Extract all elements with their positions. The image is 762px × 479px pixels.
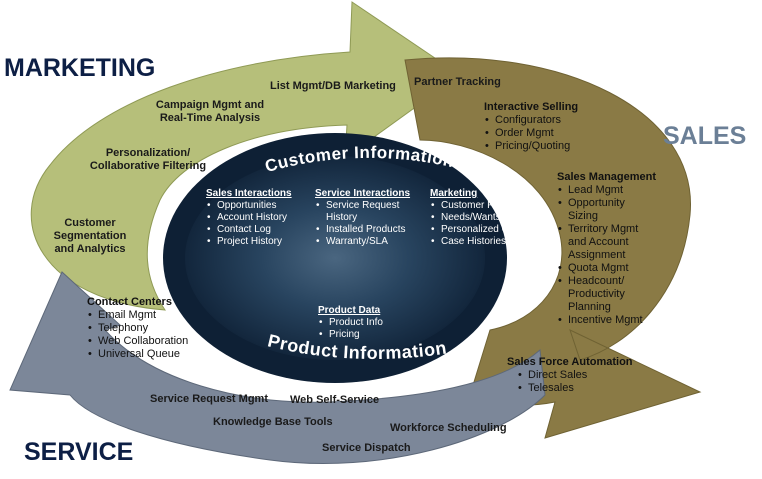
list-item: Opportunity Sizing	[557, 197, 630, 223]
list-item: Contact Log	[206, 224, 316, 236]
list-item: Customer Profile	[430, 200, 540, 212]
list-item: Incentive Mgmt	[557, 314, 657, 327]
list-item: Service Request History	[315, 200, 406, 224]
list-item: Territory Mgmt and Account Assignment	[557, 223, 648, 262]
sales-title: SALES	[663, 122, 747, 150]
sales-interactions-block: Sales Interactions Opportunities Account…	[206, 188, 316, 248]
product-data-block: Product Data Product Info Pricing	[318, 305, 408, 341]
list-item: Email Mgmt	[87, 309, 207, 322]
partner-tracking-label: Partner Tracking	[414, 76, 501, 88]
interactive-selling-block: Interactive Selling Configurators Order …	[484, 101, 604, 153]
marketing-title: MARKETING	[4, 54, 156, 82]
product-data-heading: Product Data	[318, 305, 381, 316]
list-item: Product Info	[318, 317, 408, 329]
marketing-data-heading: Marketing	[430, 188, 478, 199]
personalization-label: Personalization/ Collaborative Filtering	[89, 147, 207, 172]
marketing-ring-segment	[30, 1, 461, 311]
list-item: Web Collaboration	[87, 335, 207, 348]
list-item: Lead Mgmt	[557, 184, 657, 197]
contact-centers-block: Contact Centers Email Mgmt Telephony Web…	[87, 296, 207, 361]
contact-centers-heading: Contact Centers	[87, 296, 172, 308]
service-ring-segment	[9, 271, 546, 465]
web-self-service-label: Web Self-Service	[290, 394, 380, 406]
list-item: Configurators	[484, 114, 604, 127]
list-item: Pricing	[318, 329, 408, 341]
sales-interactions-heading: Sales Interactions	[206, 188, 292, 199]
campaign-label: Campaign Mgmt and Real-Time Analysis	[155, 99, 265, 124]
workforce-label: Workforce Scheduling	[390, 422, 507, 434]
service-dispatch-label: Service Dispatch	[322, 442, 411, 454]
interactive-selling-heading: Interactive Selling	[484, 101, 579, 113]
knowledge-base-label: Knowledge Base Tools	[213, 416, 333, 428]
sales-management-block: Sales Management Lead Mgmt Opportunity S…	[557, 171, 657, 327]
list-item: Project History	[206, 236, 316, 248]
list-item: Opportunities	[206, 200, 316, 212]
list-item: Warranty/SLA	[315, 236, 425, 248]
segmentation-label: Customer Segmentation and Analytics	[53, 217, 127, 255]
list-item: Telesales	[517, 382, 647, 395]
service-interactions-block: Service Interactions Service Request His…	[315, 188, 425, 248]
list-item: Direct Sales	[517, 369, 647, 382]
list-item: Universal Queue	[87, 348, 207, 361]
list-item: Installed Products	[315, 224, 425, 236]
service-title: SERVICE	[24, 438, 134, 466]
list-item: Order Mgmt	[484, 127, 604, 140]
sfa-block: Sales Force Automation Direct Sales Tele…	[507, 356, 647, 395]
list-item: Pricing/Quoting	[484, 140, 604, 153]
sfa-heading: Sales Force Automation	[507, 356, 633, 368]
list-mgmt-label: List Mgmt/DB Marketing	[270, 80, 396, 92]
list-item: Telephony	[87, 322, 207, 335]
list-item: Headcount/ Productivity Planning	[557, 275, 640, 314]
sales-management-heading: Sales Management	[557, 171, 657, 183]
service-request-label: Service Request Mgmt	[150, 393, 268, 405]
sales-ring-segment	[404, 57, 702, 439]
list-item: Quota Mgmt	[557, 262, 657, 275]
list-item: Personalized Offers	[430, 224, 540, 236]
marketing-data-block: Marketing Customer Profile Needs/Wants P…	[430, 188, 540, 248]
list-item: Case Histories	[430, 236, 540, 248]
list-item: Account History	[206, 212, 316, 224]
service-interactions-heading: Service Interactions	[315, 188, 411, 199]
list-item: Needs/Wants	[430, 212, 540, 224]
